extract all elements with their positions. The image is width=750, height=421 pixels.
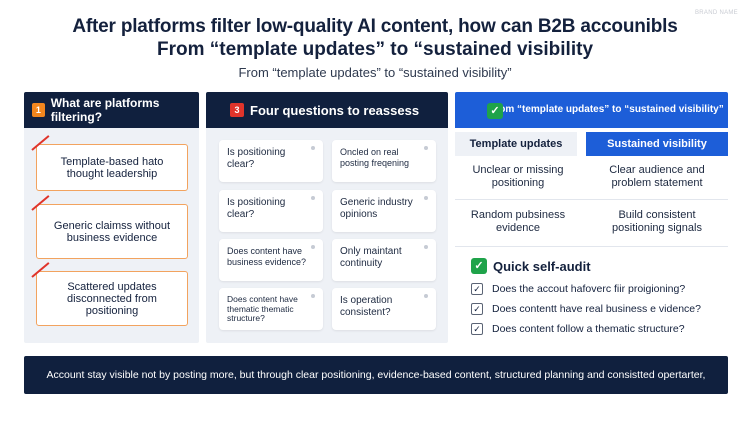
- questions-panel-header: 3 Four questions to reassess: [206, 92, 448, 128]
- check-icon: ✓: [487, 103, 503, 119]
- comparison-panel-header: ✓ From “template updates” to “sustained …: [455, 92, 728, 128]
- filter-card-generic: Generic claimss without business evidenc…: [31, 195, 188, 259]
- audit-checklist-item[interactable]: ✓ Does contentt have real business e vide…: [471, 303, 701, 315]
- question-text: Is operation consistent?: [340, 295, 393, 318]
- self-audit-title: Quick self-audit: [493, 258, 591, 274]
- question-text: Does content have business evidence?: [227, 246, 307, 267]
- check-icon: ✓: [471, 258, 487, 274]
- questions-panel-title: Four questions to reassess: [250, 102, 420, 118]
- filtering-panel: 1 What are platforms filtering? Template…: [24, 92, 199, 343]
- dot-icon: [424, 245, 428, 249]
- filter-card-text: Scattered updates disconnected from posi…: [67, 280, 157, 317]
- self-audit-heading: ✓ Quick self-audit: [471, 258, 591, 274]
- subtitle: From “template updates” to “sustained vi…: [238, 65, 512, 80]
- cross-mark-icon: [31, 262, 50, 278]
- question-card: Is positioning clear?: [219, 140, 323, 182]
- comparison-panel-title: From “template updates” to “sustained vi…: [489, 104, 724, 115]
- filter-card-text: Template-based hato thought leadership: [60, 155, 164, 180]
- comparison-cell: Build consistent positioning signals: [612, 209, 702, 234]
- comparison-cell: Random pubsiness evidence: [470, 209, 566, 234]
- question-card: Is positioning clear?: [219, 190, 323, 232]
- row-divider: [455, 199, 728, 200]
- question-text: Is positioning clear?: [227, 197, 286, 220]
- column-header-sustained: Sustained visibility: [586, 132, 728, 156]
- audit-item-text: Does contentt have real business e viden…: [492, 303, 701, 315]
- dot-icon: [311, 146, 315, 150]
- cross-mark-icon: [31, 195, 50, 211]
- checkbox-icon[interactable]: ✓: [471, 303, 483, 315]
- question-card: Oncled on real posting freqening: [332, 140, 436, 182]
- summary-banner: Account stay visible not by posting more…: [24, 356, 728, 394]
- question-card: Does content have thematic thematic stru…: [219, 288, 323, 330]
- main-title-line2: From “template updates” to “sustained vi…: [156, 39, 594, 60]
- questions-panel: 3 Four questions to reassess Is position…: [206, 92, 448, 343]
- checkbox-icon[interactable]: ✓: [471, 323, 483, 335]
- watermark: BRAND NAME: [694, 10, 738, 16]
- question-text: Only maintant continuity: [340, 246, 402, 269]
- audit-item-text: Does content follow a thematic structure…: [492, 323, 685, 335]
- column-header-template: Template updates: [455, 132, 577, 156]
- question-text: Does content have thematic thematic stru…: [227, 294, 298, 323]
- dot-icon: [311, 196, 315, 200]
- comparison-cell: Clear audience and problem statement: [609, 164, 705, 189]
- summary-text: Account stay visible not by posting more…: [46, 369, 706, 381]
- question-text: Oncled on real posting freqening: [340, 147, 410, 168]
- audit-item-text: Does the accout hafoverc fiir proigionin…: [492, 283, 686, 295]
- filter-card-scattered: Scattered updates disconnected from posi…: [31, 262, 188, 326]
- row-divider: [455, 246, 728, 247]
- dot-icon: [311, 245, 315, 249]
- audit-checklist-item[interactable]: ✓ Does the accout hafoverc fiir proigioni…: [471, 283, 685, 295]
- filter-card-text: Generic claimss without business evidenc…: [53, 219, 171, 244]
- cross-mark-icon: [31, 135, 50, 151]
- comparison-cell: Unclear or missing positioning: [472, 164, 564, 189]
- main-title-line1: After platforms filter low-quality AI co…: [72, 16, 678, 37]
- question-text: Generic industry opinions: [340, 197, 413, 220]
- dot-icon: [424, 294, 428, 298]
- question-card: Generic industry opinions: [332, 190, 436, 232]
- number-badge-1: 1: [32, 103, 45, 117]
- filter-card-template: Template-based hato thought leadership: [31, 135, 188, 191]
- question-text: Is positioning clear?: [227, 147, 286, 170]
- number-badge-3: 3: [230, 103, 244, 117]
- checkbox-icon[interactable]: ✓: [471, 283, 483, 295]
- dot-icon: [424, 146, 428, 150]
- filtering-panel-header: 1 What are platforms filtering?: [24, 92, 199, 128]
- question-card: Is operation consistent?: [332, 288, 436, 330]
- dot-icon: [311, 294, 315, 298]
- comparison-panel: ✓ From “template updates” to “sustained …: [455, 92, 728, 343]
- question-card: Does content have business evidence?: [219, 239, 323, 281]
- dot-icon: [424, 196, 428, 200]
- question-card: Only maintant continuity: [332, 239, 436, 281]
- audit-checklist-item[interactable]: ✓ Does content follow a thematic structur…: [471, 323, 685, 335]
- filtering-panel-title: What are platforms filtering?: [50, 96, 160, 124]
